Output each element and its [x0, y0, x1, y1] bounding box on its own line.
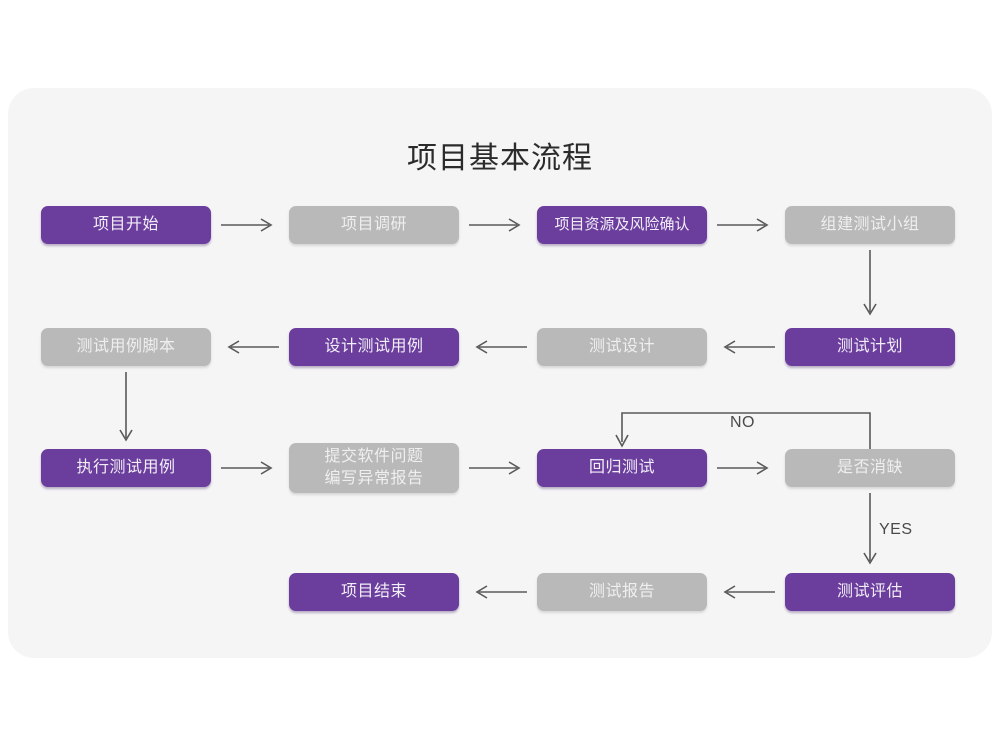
arrow-r3c2-to-r3c3 [469, 457, 527, 479]
arrow-r2c4-to-r2c3 [717, 336, 775, 358]
arrow-r2c2-to-r2c1 [221, 336, 279, 358]
arrow-r1c3-to-r1c4 [717, 214, 775, 236]
node-testcase-script[interactable]: 测试用例脚本 [41, 328, 211, 366]
arrow-r3c3-to-r3c4 [717, 457, 775, 479]
arrow-yes-to-evaluation [862, 493, 882, 571]
node-defect-resolved-decision[interactable]: 是否消缺 [785, 449, 955, 487]
node-execute-testcase[interactable]: 执行测试用例 [41, 449, 211, 487]
node-resource-risk-confirm[interactable]: 项目资源及风险确认 [537, 206, 707, 244]
node-design-testcase[interactable]: 设计测试用例 [289, 328, 459, 366]
diagram-card [8, 88, 992, 658]
arrow-r3c1-to-r3c2 [221, 457, 279, 479]
node-test-report[interactable]: 测试报告 [537, 573, 707, 611]
arrow-no-feedback-loop [610, 408, 880, 454]
node-submit-defect-report[interactable]: 提交软件问题 编写异常报告 [289, 443, 459, 493]
arrow-r2c3-to-r2c2 [469, 336, 527, 358]
node-test-design[interactable]: 测试设计 [537, 328, 707, 366]
node-project-research[interactable]: 项目调研 [289, 206, 459, 244]
node-project-end[interactable]: 项目结束 [289, 573, 459, 611]
node-regression-test[interactable]: 回归测试 [537, 449, 707, 487]
edge-label-no: NO [730, 414, 755, 431]
arrow-r4c4-to-r4c3 [717, 581, 775, 603]
page-title: 项目基本流程 [407, 142, 593, 175]
arrow-r2c1-to-r3c1 [118, 372, 138, 448]
node-test-plan[interactable]: 测试计划 [785, 328, 955, 366]
node-build-test-team[interactable]: 组建测试小组 [785, 206, 955, 244]
arrow-r1c4-to-r2c4 [862, 250, 882, 322]
arrow-r1c1-to-r1c2 [221, 214, 279, 236]
arrow-r1c2-to-r1c3 [469, 214, 527, 236]
node-test-evaluation[interactable]: 测试评估 [785, 573, 955, 611]
edge-label-yes: YES [879, 521, 913, 538]
node-project-start[interactable]: 项目开始 [41, 206, 211, 244]
arrow-r4c3-to-r4c2 [469, 581, 527, 603]
